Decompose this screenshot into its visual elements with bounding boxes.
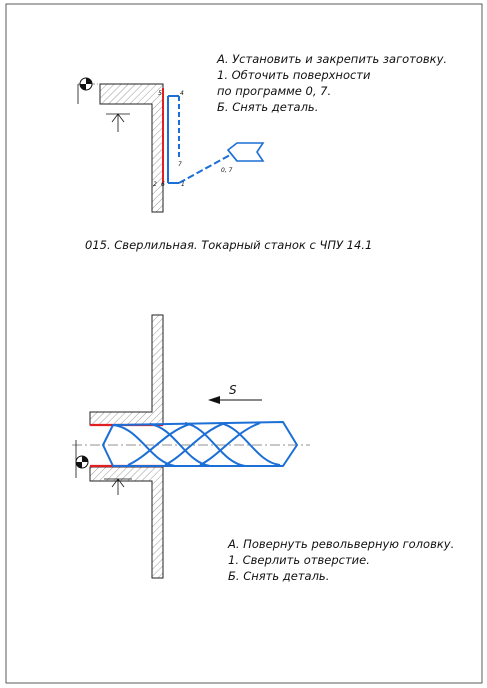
workpiece-section-upper [89,314,164,426]
workpiece-section-lower [89,466,164,579]
feed-symbol: S [229,383,237,397]
step-one-line-4: Б. Снять деталь. [217,100,318,114]
step-one-line-2: 1. Обточить поверхности [217,68,371,82]
operation-title: 015. Сверлильная. Токарный станок с ЧПУ … [85,238,372,252]
cutting-tool-icon [226,142,265,162]
drill-icon [102,421,298,467]
turning-setup-diagram: 5 4 7 2 6 1 0, 7 [77,77,265,213]
support-icon [106,113,130,132]
step-one-line-3: по программе 0, 7. [217,84,331,98]
point-label-2: 2 [153,181,157,188]
tool-path-top [167,95,231,184]
step-two-line-1: А. Повернуть револьверную головку. [227,537,454,551]
step-one-line-1: А. Установить и закрепить заготовку. [216,52,447,66]
step-two-instructions: А. Повернуть револьверную головку. 1. Св… [227,537,454,583]
point-label-7: 7 [178,161,182,168]
step-two-line-2: 1. Сверлить отверстие. [228,553,370,567]
chuck-datum-icon [75,440,89,478]
point-label-1: 1 [181,181,185,188]
point-label-6: 6 [161,181,165,188]
workpiece-section-top [99,83,164,213]
point-label-5: 5 [158,90,162,97]
chuck-datum-icon [77,77,93,104]
support-icon [104,478,132,495]
drilling-setup-diagram: S [72,314,310,579]
point-label-4: 4 [180,90,184,97]
feed-arrow-icon [208,396,262,404]
step-two-line-3: Б. Снять деталь. [228,569,329,583]
program-label: 0, 7 [221,167,233,174]
sheet-frame [5,3,483,684]
step-one-instructions: А. Установить и закрепить заготовку. 1. … [216,52,447,114]
